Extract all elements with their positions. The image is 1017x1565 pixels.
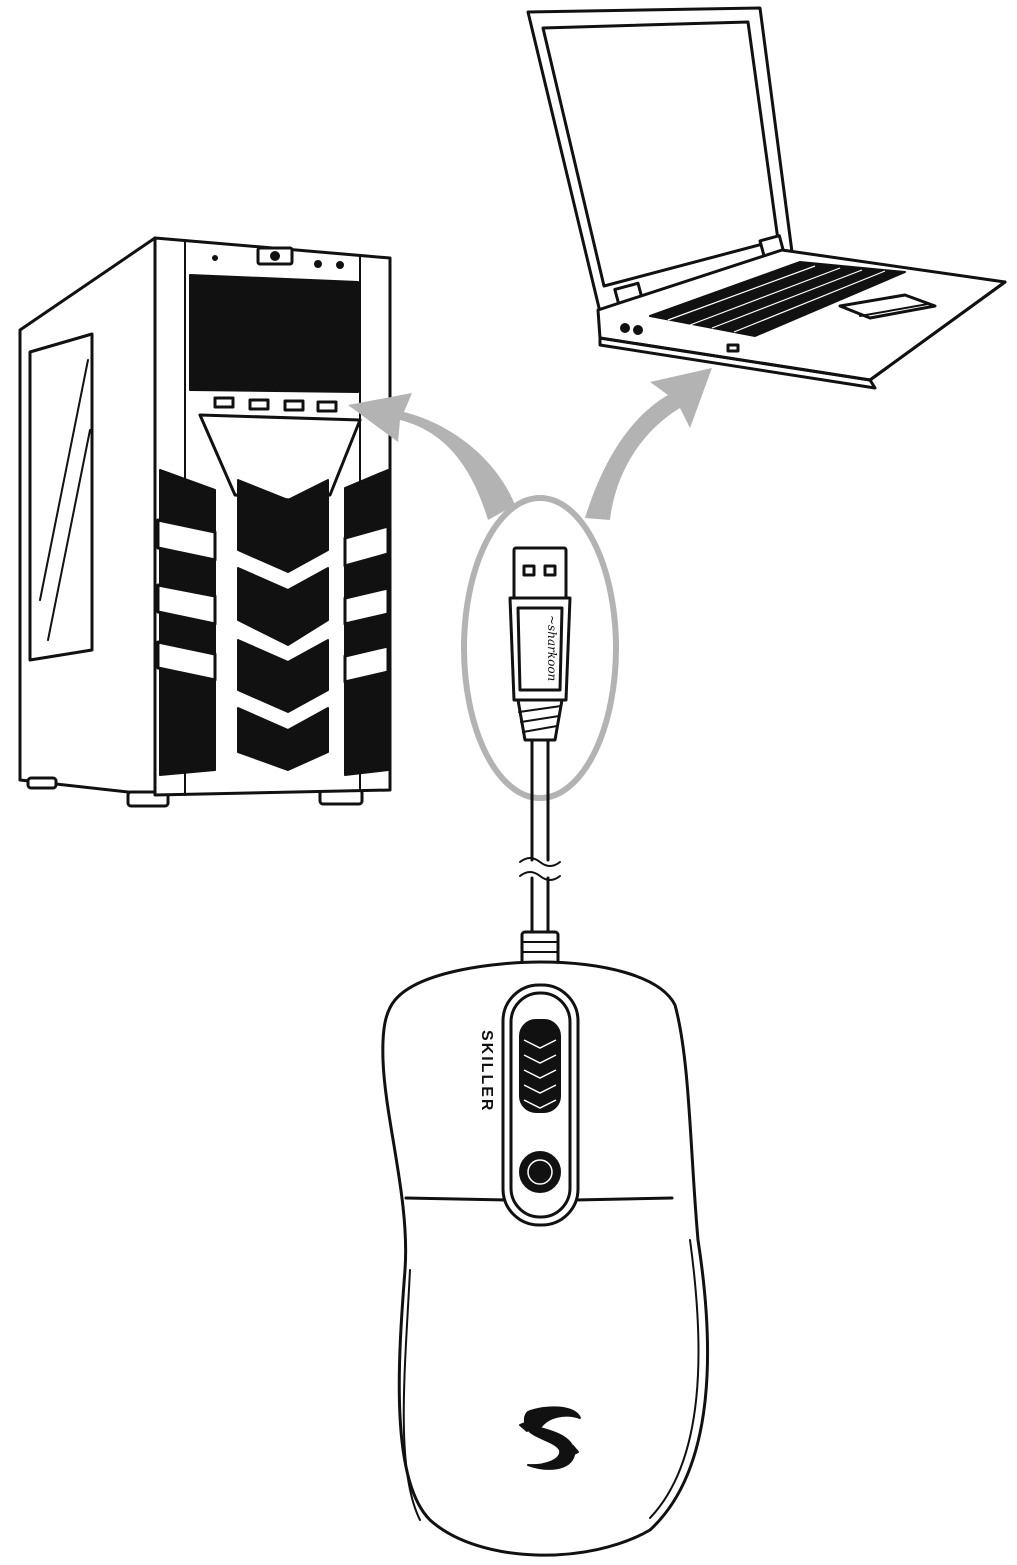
usb-highlight-ring [461,495,619,801]
arrow-to-pc-icon [348,393,515,520]
sharkoon-script-logo-icon: ~sharkoon [545,615,559,681]
mouse-brand-text: SKILLER [478,1030,495,1112]
laptop-icon [526,6,1007,390]
arrow-to-laptop-icon [585,368,712,520]
desktop-tower-icon: ~sharkoon [18,236,392,808]
usb-plug-icon: ~sharkoon [508,546,572,968]
sharkoon-s-logo-icon [519,1406,581,1470]
gaming-mouse-icon: SKILLER [381,960,710,1557]
